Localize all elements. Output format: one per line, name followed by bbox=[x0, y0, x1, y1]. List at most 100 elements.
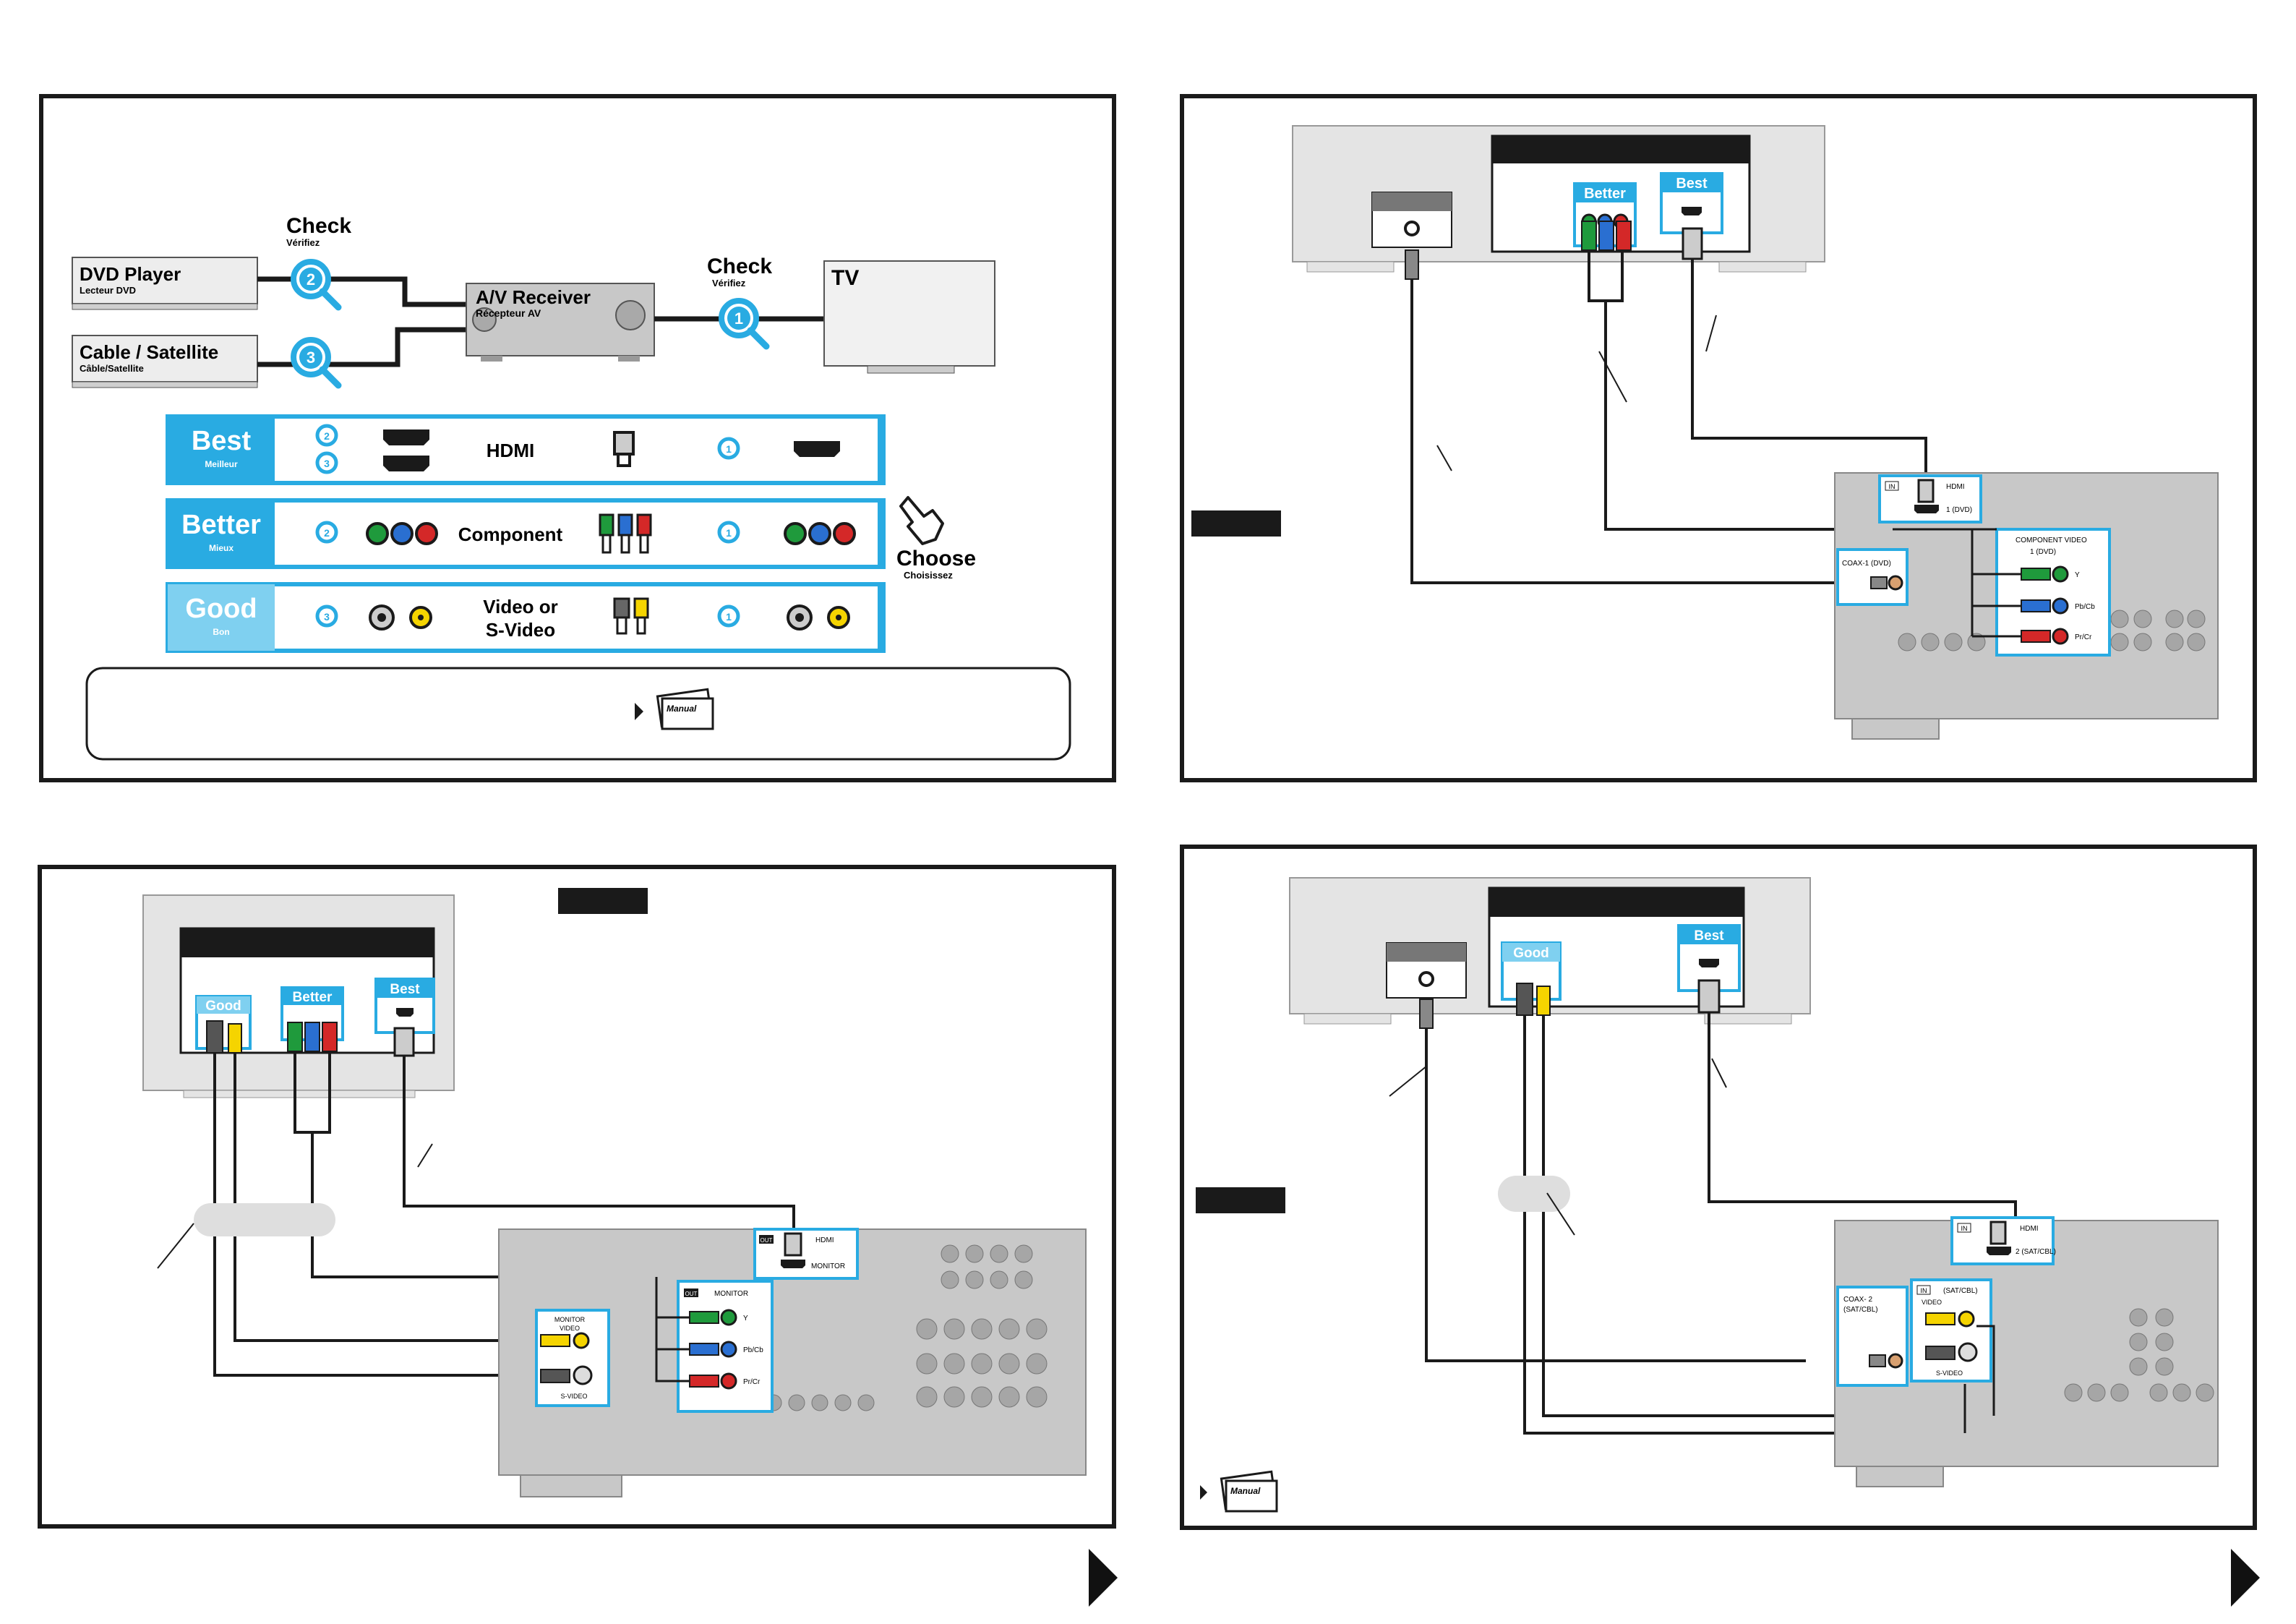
check-title-left: Check bbox=[286, 214, 351, 238]
component-monitor-label: MONITOR bbox=[714, 1290, 748, 1298]
connector-hdmi: HDMI bbox=[487, 440, 534, 461]
magnifier-icon: 3 bbox=[291, 337, 342, 389]
best-label: Best bbox=[1694, 928, 1724, 944]
check-number-2: 2 bbox=[307, 270, 315, 289]
s-video-label: S-VIDEO bbox=[560, 1393, 587, 1400]
black-label-box bbox=[1191, 510, 1281, 537]
better-label: Better bbox=[1584, 186, 1626, 202]
connector-component: Component bbox=[458, 523, 563, 545]
arrow-right-icon bbox=[635, 703, 643, 720]
connector-video-line2: S-Video bbox=[486, 619, 555, 641]
connector-video-line1: Video or bbox=[483, 596, 558, 617]
cable-satellite-device: Cable / Satellite Câble/Satellite bbox=[72, 335, 258, 388]
check-title-right: Check bbox=[707, 255, 772, 278]
svideo-jack-icon bbox=[369, 604, 395, 631]
pb-label: Pb/Cb bbox=[743, 1346, 763, 1354]
hdmi-port-icon bbox=[794, 441, 840, 457]
best-tv-num: 1 bbox=[726, 443, 732, 455]
dvd-player-device: DVD Player Lecteur DVD bbox=[72, 257, 258, 310]
manual-icon: Manual bbox=[656, 688, 714, 730]
video-input-label: (SAT/CBL) bbox=[1943, 1287, 1978, 1295]
note-box bbox=[85, 667, 1071, 761]
overview-diagram: DVD Player Lecteur DVD Cable / Satellite… bbox=[72, 214, 1071, 761]
manual-label: Manual bbox=[667, 704, 697, 714]
best-label: Best bbox=[1676, 176, 1708, 192]
better-tv-num: 1 bbox=[726, 527, 732, 539]
choose-subtitle: Choisissez bbox=[904, 570, 953, 581]
better-num: 2 bbox=[324, 527, 330, 539]
next-page-arrow-right[interactable] bbox=[2231, 1549, 2260, 1607]
tv-connection-panel: Good Better Best bbox=[38, 865, 1116, 1529]
hdmi-plug-icon bbox=[613, 431, 635, 467]
hdmi-port-icon bbox=[383, 429, 429, 471]
dvd-player-subtitle: Lecteur DVD bbox=[80, 285, 136, 296]
component-jacks-icon bbox=[366, 522, 438, 545]
dvd-player-title: DVD Player bbox=[80, 263, 181, 285]
good-label: Good bbox=[1513, 946, 1549, 961]
hdmi-label: HDMI bbox=[2020, 1225, 2039, 1233]
gray-pill-label bbox=[194, 1203, 335, 1236]
overview-panel: DVD Player Lecteur DVD Cable / Satellite… bbox=[39, 94, 1116, 782]
black-label-box bbox=[558, 888, 648, 914]
row-better: Better Mieux 2 Component 1 bbox=[166, 498, 886, 569]
cable-satellite-title: Cable / Satellite bbox=[80, 341, 218, 363]
row-good: Good Bon 3 Video or S-Video 1 bbox=[166, 582, 886, 653]
check-subtitle-left: Vérifiez bbox=[286, 237, 320, 248]
video-jack-icon bbox=[827, 606, 850, 629]
s-video-label: S-VIDEO bbox=[1936, 1369, 1963, 1377]
av-receiver-title: A/V Receiver bbox=[476, 286, 591, 308]
hdmi-label: HDMI bbox=[815, 1236, 834, 1244]
pr-label: Pr/Cr bbox=[2075, 633, 2092, 641]
video-label: VIDEO bbox=[1922, 1299, 1942, 1306]
good-label: Good bbox=[205, 999, 241, 1014]
monitor-video-line2: VIDEO bbox=[560, 1325, 580, 1332]
good-num: 3 bbox=[324, 611, 330, 623]
hdmi-input-label: 1 (DVD) bbox=[1946, 506, 1972, 514]
av-receiver-subtitle: Récepteur AV bbox=[476, 307, 541, 319]
check-number-1: 1 bbox=[734, 309, 743, 328]
coax-line2: (SAT/CBL) bbox=[1843, 1306, 1878, 1314]
hand-pointer-icon bbox=[899, 496, 944, 545]
good-tv-num: 1 bbox=[726, 611, 732, 623]
coax-label: COAX-1 (DVD) bbox=[1842, 560, 1891, 568]
in-tag-video: IN bbox=[1921, 1287, 1927, 1294]
best-num-b: 3 bbox=[324, 458, 330, 469]
coax-line1: COAX- 2 bbox=[1843, 1296, 1872, 1304]
arrow-right-icon bbox=[1200, 1485, 1207, 1500]
better-label: Better bbox=[293, 990, 333, 1005]
video-plugs-icon bbox=[613, 597, 649, 635]
best-num-a: 2 bbox=[324, 430, 330, 442]
dvd-connection-diagram: Better Best IN bbox=[1191, 125, 2219, 740]
gray-pill-label bbox=[1498, 1176, 1570, 1212]
grade-better-sub: Mieux bbox=[209, 543, 234, 553]
monitor-video-line1: MONITOR bbox=[554, 1316, 586, 1323]
in-tag-hdmi: IN bbox=[1961, 1225, 1968, 1232]
svideo-jack-icon bbox=[787, 604, 813, 631]
best-label: Best bbox=[390, 982, 420, 997]
grade-better: Better bbox=[181, 510, 261, 540]
hdmi-monitor-label: MONITOR bbox=[811, 1262, 845, 1270]
out-tag-component: OUT bbox=[685, 1291, 698, 1297]
dvd-connection-panel: Better Best IN bbox=[1180, 94, 2257, 782]
in-tag: IN bbox=[1889, 483, 1896, 490]
pb-label: Pb/Cb bbox=[2075, 603, 2095, 611]
y-label: Y bbox=[743, 1315, 748, 1322]
pr-label: Pr/Cr bbox=[743, 1378, 761, 1386]
y-label: Y bbox=[2075, 571, 2080, 579]
tv-device: TV bbox=[823, 260, 995, 374]
next-page-arrow-left[interactable] bbox=[1089, 1549, 1118, 1607]
tv-connection-diagram: Good Better Best bbox=[142, 888, 1087, 1497]
row-best: Best Meilleur 2 3 HDMI 1 bbox=[166, 414, 886, 485]
component-jacks-icon bbox=[784, 522, 856, 545]
component-label: COMPONENT VIDEO bbox=[2016, 537, 2087, 544]
grade-best-sub: Meilleur bbox=[205, 459, 238, 469]
check-subtitle-right: Vérifiez bbox=[712, 278, 746, 289]
tv-title: TV bbox=[831, 266, 859, 290]
grade-good: Good bbox=[185, 594, 257, 624]
check-number-3: 3 bbox=[307, 349, 315, 367]
video-jack-icon bbox=[409, 606, 432, 629]
manual-label: Manual bbox=[1230, 1486, 1261, 1496]
component-plugs-icon bbox=[599, 513, 652, 554]
hdmi-input-label: 2 (SAT/CBL) bbox=[2016, 1248, 2056, 1256]
magnifier-icon: 1 bbox=[719, 298, 770, 350]
